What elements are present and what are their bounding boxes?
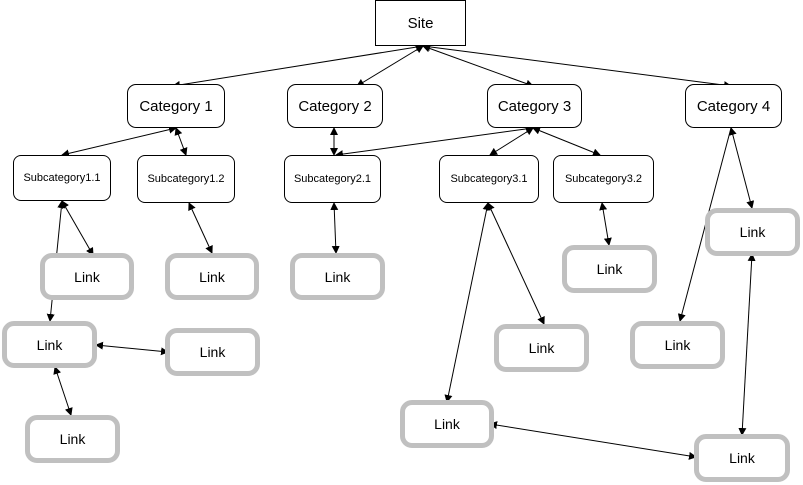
subcategory-3-2-node: Subcategory3.2 — [553, 155, 654, 203]
edge-subcategory-1-1-link-a — [61, 200, 94, 256]
edge-link-left-link-bottom — [53, 366, 73, 416]
edge-category-3-subcategory-2-1 — [335, 124, 534, 159]
edge-category-1-subcategory-1-2 — [174, 127, 188, 156]
link-node-6[interactable]: Link — [2, 321, 97, 368]
link-node-5[interactable]: Link — [705, 208, 800, 256]
edge-category-3-subcategory-3-1 — [489, 127, 534, 156]
category-4-node: Category 4 — [685, 84, 782, 128]
link-node-10[interactable]: Link — [25, 415, 120, 463]
link-node-7[interactable]: Link — [165, 328, 260, 376]
edge-subcategory-2-1-link — [330, 202, 340, 254]
link-node-12[interactable]: Link — [694, 434, 790, 482]
category-1-node: Category 1 — [127, 84, 225, 128]
category-3-node: Category 3 — [487, 84, 582, 128]
edge-link-left-link-right — [95, 341, 169, 356]
category-2-node: Category 2 — [287, 84, 383, 128]
edge-site-category-3 — [422, 44, 534, 88]
site-node: Site — [375, 0, 466, 46]
edge-link-upper-right-link-bottom-right — [738, 253, 756, 436]
edge-site-category-1 — [172, 43, 424, 89]
edge-subcategory-3-1-link-b — [444, 202, 491, 403]
edge-site-category-4 — [422, 42, 732, 90]
link-node-8[interactable]: Link — [494, 324, 589, 372]
link-node-11[interactable]: Link — [400, 400, 494, 448]
edge-subcategory-3-2-link — [599, 202, 612, 246]
subcategory-1-1-node: Subcategory1.1 — [13, 155, 111, 201]
link-node-4[interactable]: Link — [562, 245, 657, 293]
edge-subcategory-1-2-link — [188, 202, 213, 254]
edge-category-4-link-upper-right — [728, 127, 755, 209]
edge-site-category-2 — [356, 45, 424, 87]
link-node-1[interactable]: Link — [40, 253, 134, 300]
subcategory-3-1-node: Subcategory3.1 — [439, 155, 539, 203]
link-node-9[interactable]: Link — [630, 321, 725, 369]
edge-category-1-subcategory-1-1 — [61, 125, 177, 158]
edge-subcategory-3-1-link-a — [487, 202, 545, 325]
edge-link-bottom-mid-link-bottom-right — [489, 421, 697, 460]
subcategory-1-2-node: Subcategory1.2 — [137, 155, 235, 203]
link-node-2[interactable]: Link — [165, 253, 259, 300]
edge-category-3-subcategory-3-2 — [532, 126, 601, 157]
subcategory-2-1-node: Subcategory2.1 — [284, 155, 381, 203]
link-node-3[interactable]: Link — [290, 253, 385, 300]
